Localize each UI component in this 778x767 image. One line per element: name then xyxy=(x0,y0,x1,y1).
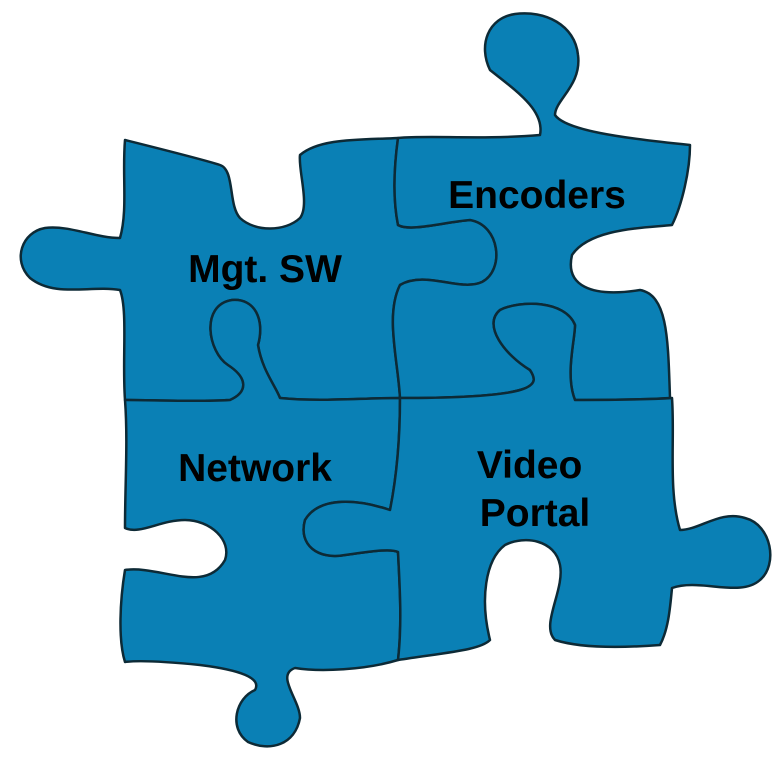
mgt-sw-label: Mgt. SW xyxy=(188,248,342,291)
puzzle-piece-encoders-shape xyxy=(391,12,692,402)
encoders-label: Encoders xyxy=(448,174,626,217)
video-portal-label-line-1: Video xyxy=(477,444,582,487)
video-portal-label-line-2: Portal xyxy=(480,492,591,535)
encoders-label-line-1: Encoders xyxy=(448,174,626,217)
mgt-sw-label-line-1: Mgt. SW xyxy=(188,248,342,291)
video-portal-label: Video Portal xyxy=(477,444,593,535)
puzzle-piece-video-portal-shape xyxy=(302,302,772,662)
network-label-line-1: Network xyxy=(178,447,332,490)
puzzle-piece-video-portal: Video Portal xyxy=(302,302,772,662)
puzzle-piece-encoders: Encoders xyxy=(391,12,692,402)
network-label: Network xyxy=(178,447,332,490)
